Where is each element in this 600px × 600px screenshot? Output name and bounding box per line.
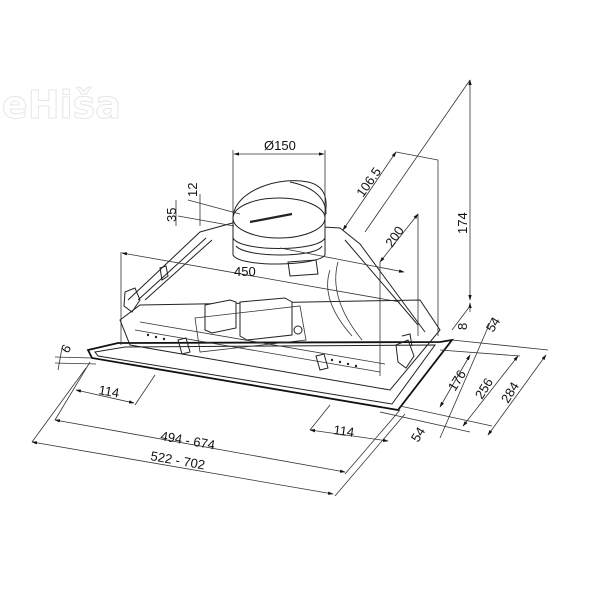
watermark-logo: eHiša: [2, 83, 121, 127]
label-12: 12: [185, 183, 200, 197]
dimension-lines: [31, 79, 549, 497]
duct-collar: [232, 180, 327, 277]
label-174: 174: [455, 212, 470, 234]
label-106-5: 106.5: [353, 164, 384, 199]
label-114-left: 114: [97, 382, 120, 400]
label-54-bottom: 54: [408, 424, 428, 444]
label-522-702: 522 - 702: [149, 448, 206, 472]
label-176: 176: [445, 367, 469, 393]
label-114-right: 114: [333, 422, 356, 440]
label-6: 6: [58, 342, 75, 356]
label-54-top: 54: [483, 314, 503, 334]
label-256: 256: [472, 375, 496, 401]
label-494-674: 494 - 674: [159, 428, 216, 452]
label-450: 450: [234, 264, 256, 279]
label-200: 200: [382, 223, 407, 249]
label-284: 284: [498, 379, 522, 405]
label-35: 35: [164, 208, 179, 222]
label-8: 8: [455, 323, 470, 330]
label-duct-diameter: Ø150: [264, 138, 296, 153]
